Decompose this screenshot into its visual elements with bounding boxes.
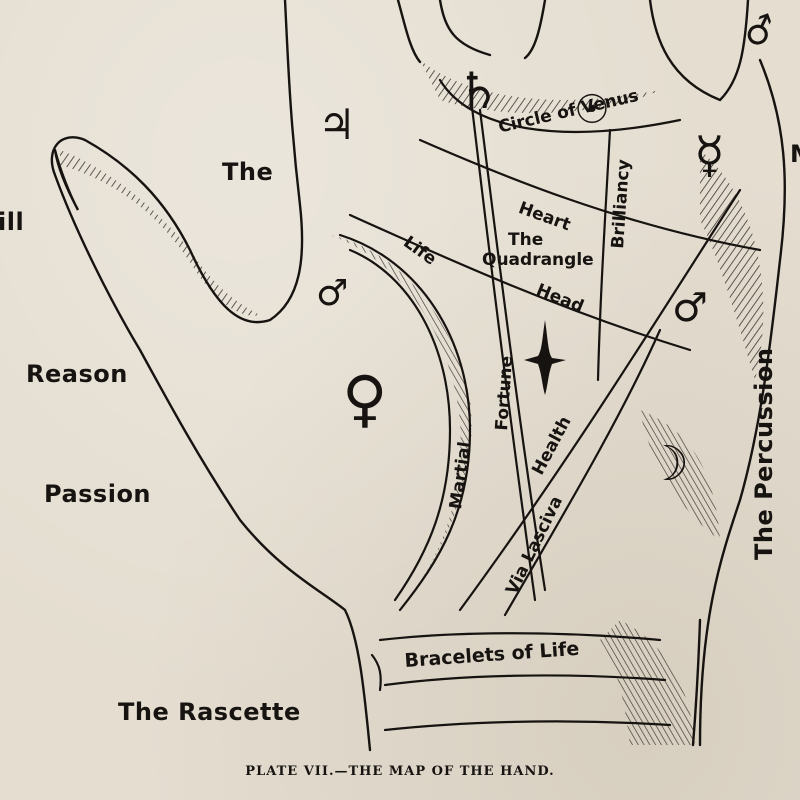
cross-mark — [524, 320, 566, 395]
palm-right-edge — [698, 58, 787, 747]
bracelet-2 — [383, 674, 667, 687]
health-line — [458, 188, 742, 612]
middle-finger-base — [438, 0, 492, 57]
via-lasciva-line — [503, 328, 662, 617]
brilliancy-line — [596, 128, 612, 382]
bracelet-1 — [378, 632, 662, 642]
label-reason: Reason — [26, 360, 128, 388]
little-finger-base — [648, 0, 750, 102]
saturn-symbol-icon: ♄ — [456, 62, 501, 120]
mars-upper-symbol-icon: ♂ — [316, 273, 349, 314]
sun-symbol-icon: ☉ — [574, 87, 610, 133]
wrist-crease — [370, 653, 382, 692]
label-percussion: The Percussion — [750, 347, 778, 560]
bracelet-3 — [383, 720, 672, 732]
label-quadrangle-the: The — [508, 230, 544, 250]
label-quadrangle: Quadrangle — [482, 250, 594, 270]
head-line — [348, 213, 692, 352]
label-rascette: The Rascette — [118, 698, 301, 726]
label-m-edge: M — [790, 142, 800, 166]
fortune-line — [468, 88, 537, 602]
ring-finger-base — [523, 0, 547, 60]
circle-of-venus-line — [438, 78, 682, 133]
plate-caption: PLATE VII.—THE MAP OF THE HAND. — [245, 764, 555, 779]
fortune-line-2 — [478, 108, 547, 592]
label-passion: Passion — [44, 480, 152, 508]
life-line-inner — [348, 248, 452, 602]
life-line — [338, 233, 472, 612]
mercury-symbol-icon: ☿ — [694, 126, 725, 184]
label-will: ill — [0, 208, 25, 236]
label-the-left: The — [222, 158, 274, 186]
palm-lines — [338, 78, 762, 732]
wrist-right — [691, 618, 702, 747]
moon-symbol-icon: ☽ — [646, 436, 690, 492]
palm-shading — [60, 60, 764, 745]
thumb-nail — [53, 148, 80, 211]
venus-symbol-icon: ♀ — [342, 362, 388, 435]
thumb-outline — [50, 0, 372, 752]
mars-lower-symbol-icon: ♂ — [672, 285, 708, 331]
heart-line — [418, 138, 762, 252]
index-finger-gap — [396, 0, 422, 64]
jupiter-symbol-icon: ♃ — [318, 100, 356, 149]
